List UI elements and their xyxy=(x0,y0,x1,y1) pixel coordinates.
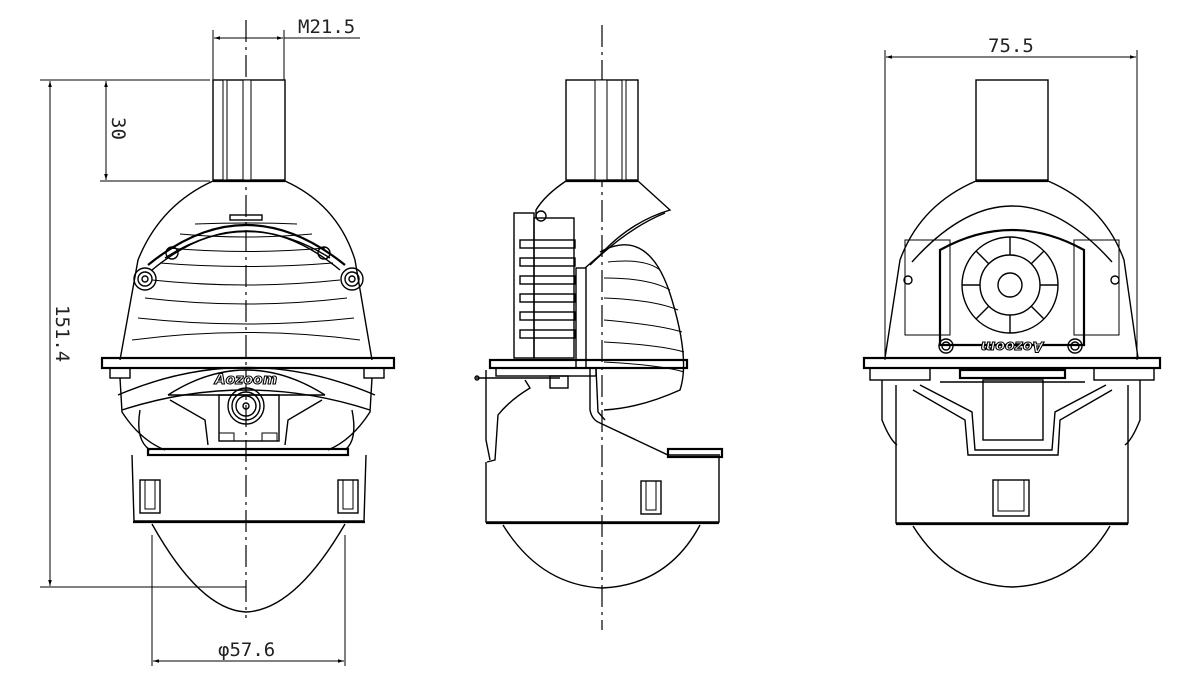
side-threaded-stem xyxy=(565,79,639,183)
side-view xyxy=(474,25,724,630)
side-lens-dome xyxy=(502,524,701,589)
rear-brand-logo: Aozoom xyxy=(981,338,1044,354)
lens-barrel xyxy=(131,447,367,524)
total-height-label: 151.4 xyxy=(51,305,73,362)
brand-logo: Aozoom xyxy=(214,372,277,388)
rear-threaded-stem xyxy=(975,79,1049,183)
rear-connector xyxy=(982,379,1044,441)
bulb-socket xyxy=(218,394,280,442)
lens-dome xyxy=(151,523,346,613)
screw-boss-right xyxy=(340,267,364,291)
front-dimensions: M21.5 30 151.4 φ57.6 xyxy=(40,16,360,666)
lens-shield: Aozoom xyxy=(117,366,376,451)
rear-heatsink-fins xyxy=(903,239,1120,336)
rear-flange xyxy=(862,356,1162,370)
threaded-stem xyxy=(212,79,286,183)
overall-width-label: 75.5 xyxy=(988,35,1034,57)
rear-lens-dome xyxy=(912,525,1111,588)
thread-length-label: 30 xyxy=(107,117,129,140)
lens-diameter-label: φ57.6 xyxy=(218,639,275,661)
rear-view: Aozoom xyxy=(862,79,1162,588)
rear-dimensions: 75.5 xyxy=(884,35,1138,360)
screw-boss-left xyxy=(133,267,157,291)
fan-plate xyxy=(938,229,1086,347)
cooling-fan-icon xyxy=(961,236,1059,334)
front-view: Aozoom xyxy=(100,20,396,618)
side-heatsink xyxy=(513,210,587,369)
thread-dimension-label: M21.5 xyxy=(298,16,355,38)
reflector-housing xyxy=(119,180,373,361)
